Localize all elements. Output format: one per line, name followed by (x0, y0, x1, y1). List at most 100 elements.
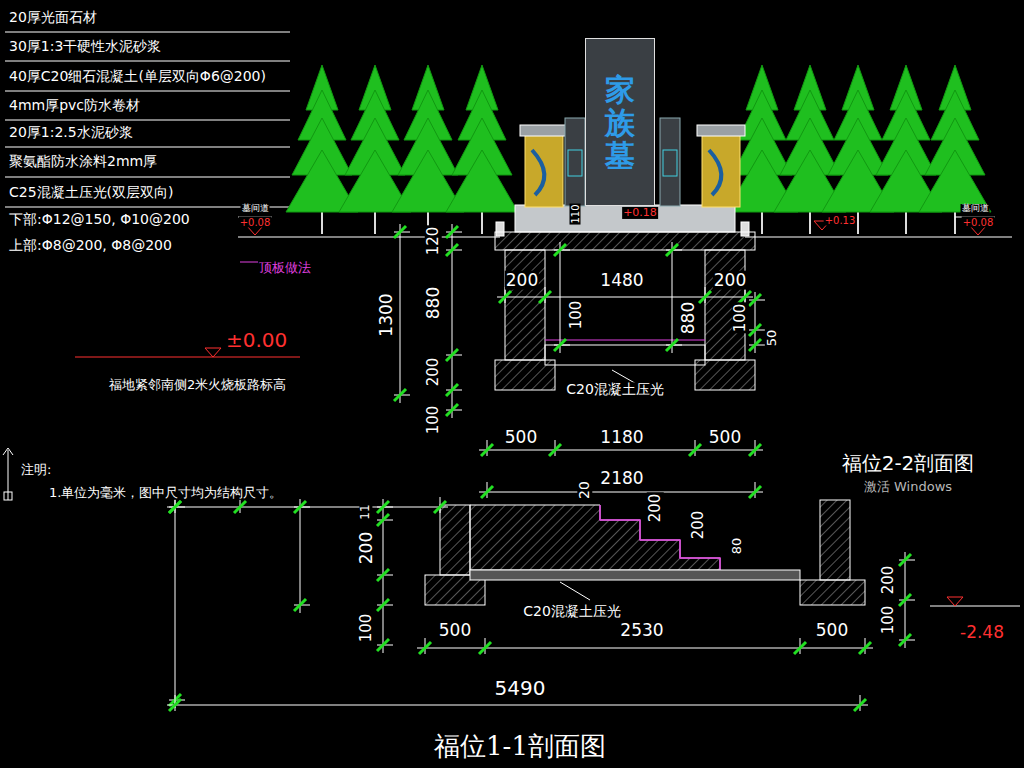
elevation-text: +0.18 (622, 207, 658, 219)
dimension-text: 100 (425, 405, 442, 436)
dragon-pillar (702, 135, 740, 207)
waterproof-line (545, 340, 705, 341)
dimension-tick (377, 639, 389, 651)
tomb-wing (660, 118, 680, 206)
axis-icon (3, 448, 8, 455)
dimension-text: 500 (438, 621, 472, 640)
dimension-text: 80 (730, 537, 744, 556)
spec-separator (5, 61, 290, 62)
dimension-tick (394, 226, 406, 238)
dimension-text: 100 (732, 303, 749, 334)
dimension-line (175, 499, 176, 708)
pillar-cap (520, 125, 568, 136)
dimension-tick (434, 501, 446, 513)
elevation-text: -2.48 (959, 623, 1005, 642)
spec-text: 20厚光面石材 (8, 10, 98, 25)
dimension-tick (481, 444, 493, 456)
footing (800, 580, 865, 605)
dimension-tick (899, 594, 911, 606)
spec-separator (5, 147, 290, 148)
leader-line (560, 582, 590, 600)
dimension-text: 1180 (599, 428, 644, 447)
dimension-text: 1480 (599, 271, 644, 290)
dimension-text: 200 (505, 271, 539, 290)
caption: 福位1-1剖面图 (433, 732, 607, 761)
material-label: C20混凝土压光 (565, 382, 665, 397)
dimension-text: 2180 (599, 469, 644, 488)
dimension-text: 100 (880, 605, 897, 636)
side-wall (505, 250, 545, 360)
dimension-tick (419, 642, 431, 654)
tomb-wing (565, 118, 585, 206)
floor-slab (470, 570, 800, 580)
dimension-tick (446, 384, 458, 396)
datum-line (75, 357, 300, 358)
spec-separator (5, 120, 290, 121)
inscription: 家族墓 (605, 73, 635, 172)
dimension-tick (899, 634, 911, 646)
tree-crown (446, 150, 518, 212)
axis-icon (4, 492, 12, 500)
tombstone: 家族墓 (585, 38, 655, 206)
pillar-cap (697, 125, 745, 136)
dimension-tick (749, 339, 761, 351)
dimension-tick (479, 642, 491, 654)
dimension-tick (377, 599, 389, 611)
top-slab (495, 232, 755, 250)
dimension-line (167, 507, 448, 508)
dimension-text: 200 (713, 271, 747, 290)
dimension-tick (666, 244, 678, 256)
section-label: 顶板做法 (258, 261, 312, 275)
dimension-tick (749, 486, 761, 498)
dimension-tick (699, 291, 711, 303)
dimension-text: 500 (708, 428, 742, 447)
dimension-tick (539, 291, 551, 303)
dimension-text: 20 (577, 480, 592, 500)
dimension-tick (854, 699, 866, 711)
dimension-tick (739, 291, 751, 303)
dimension-tick (446, 226, 458, 238)
dimension-text: 50 (765, 329, 779, 348)
dimension-tick (749, 444, 761, 456)
dimension-line (479, 492, 763, 493)
section-title: 福位2-2剖面图 (841, 452, 976, 474)
dimension-text: 5490 (494, 677, 547, 699)
elevation-text: +0.08 (962, 217, 995, 228)
dimension-tick (794, 642, 806, 654)
side-wall (820, 500, 850, 580)
dimension-line (479, 450, 763, 451)
dimension-tick (377, 569, 389, 581)
dimension-tick (859, 642, 871, 654)
dimension-line (497, 297, 753, 298)
note-text: 1.单位为毫米，图中尺寸均为结构尺寸。 (48, 486, 283, 500)
walkway-label: 墓间道 (241, 204, 270, 214)
note-text: 注明: (20, 463, 52, 477)
material-label: C20混凝土压光 (522, 604, 622, 619)
dimension-tick (294, 599, 306, 611)
dimension-text: 200 (880, 565, 897, 596)
key-pattern (663, 150, 677, 176)
dimension-tick (169, 501, 181, 513)
dimension-text: 200 (690, 510, 707, 541)
dimension-line (672, 242, 673, 353)
dimension-tick (446, 349, 458, 361)
dimension-line (560, 242, 561, 353)
watermark: 激活 Windows (863, 480, 953, 494)
dimension-tick (749, 324, 761, 336)
dimension-tick (377, 514, 389, 526)
dimension-text: 120 (425, 226, 442, 257)
spec-text: 20厚1:2.5水泥砂浆 (8, 125, 134, 140)
spec-text: 30厚1:3干硬性水泥砂浆 (8, 39, 162, 54)
dimension-text: 500 (504, 428, 538, 447)
ground-line (930, 606, 1020, 607)
dimension-tick (749, 294, 761, 306)
dimension-tick (446, 404, 458, 416)
tomb-base (515, 205, 735, 232)
dimension-text: 880 (679, 301, 698, 335)
spec-separator (5, 177, 290, 178)
elevation-text: ±0.00 (225, 329, 288, 351)
fill-step (470, 505, 720, 570)
spec-separator (5, 91, 290, 92)
dimension-line (167, 705, 868, 706)
dimension-tick (394, 389, 406, 401)
